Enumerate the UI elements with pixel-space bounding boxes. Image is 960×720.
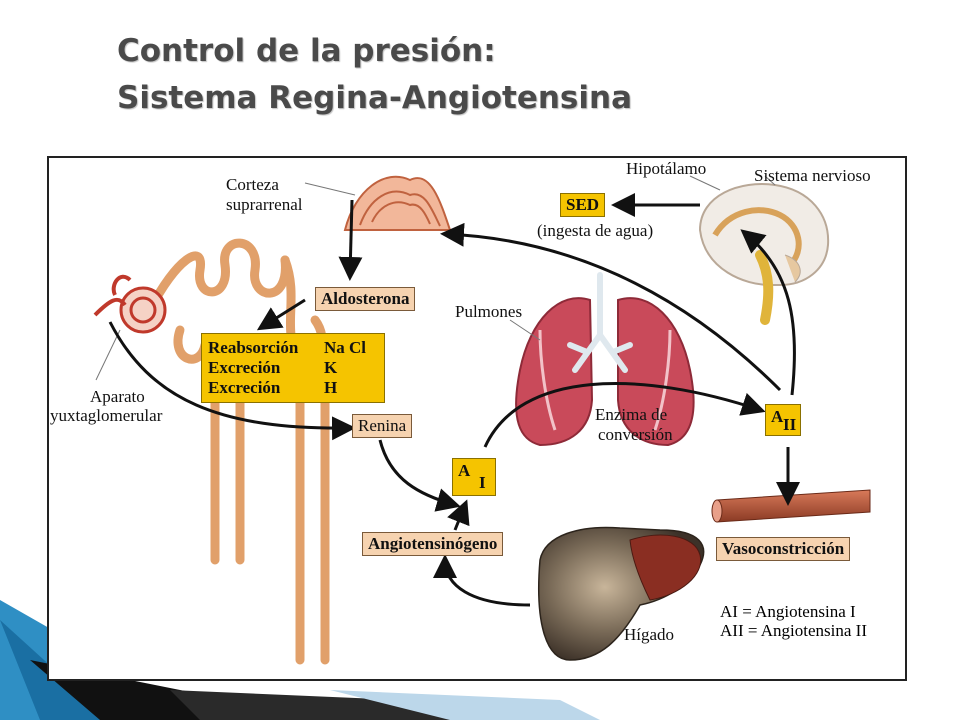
blood-vessel-illustration [711, 489, 871, 523]
glomerulus-illustration [93, 274, 167, 334]
legend-line-aii: AII = Angiotensina II [720, 621, 867, 640]
reabsorcion-row-3-label: Excreción [208, 378, 281, 397]
label-sistema-nervioso: Sistema nervioso [754, 166, 871, 185]
liver-illustration [538, 526, 705, 661]
arrow-aii-to-brain [740, 229, 796, 396]
lungs-illustration [515, 272, 695, 447]
angiotensinogeno-box: Angiotensinógeno [362, 532, 504, 556]
arrow-yuxta-to-renina [108, 321, 356, 441]
slide-title-line1: Control de la presión: [117, 33, 496, 69]
reabsorcion-row-3: Excreción H [208, 378, 378, 398]
adrenal-cortex-illustration [343, 175, 452, 231]
arrow-angiotensinogeno-to-ai [447, 499, 470, 531]
reabsorcion-row-1-label: Reabsorción [208, 338, 299, 357]
ai-box-main: A [458, 461, 471, 480]
label-pulmones: Pulmones [455, 302, 523, 321]
arrow-aldosterona-to-reabsorcion [256, 298, 306, 331]
arrow-ai-to-aii [483, 382, 766, 448]
ai-box: A I [452, 458, 496, 496]
reabsorcion-box: Reabsorción Na Cl Excreción K Excreción … [201, 333, 385, 403]
aii-box-sub: II [783, 415, 797, 434]
arrow-renina-to-ai [378, 439, 461, 512]
label-suprarrenal: suprarrenal [226, 195, 303, 214]
label-higado: Hígado [624, 625, 675, 644]
aii-box: A II [765, 404, 801, 436]
reabsorcion-row-2: Excreción K [208, 358, 378, 378]
label-yuxtaglomerular: yuxtaglomerular [50, 406, 163, 425]
arrow-liver-to-angiotensinogeno [433, 554, 531, 607]
label-corteza: Corteza [226, 175, 279, 194]
label-ingesta: (ingesta de agua) [537, 221, 654, 240]
process-arrows [108, 193, 800, 607]
slide-title: Control de la presión: Sistema Regina-An… [117, 28, 632, 122]
reabsorcion-row-2-ion: K [324, 358, 338, 377]
renina-box: Renina [352, 414, 413, 438]
reabsorcion-row-1-ion: Na Cl [324, 338, 367, 357]
sed-box: SED [560, 193, 606, 217]
label-conversion: conversión [598, 425, 673, 444]
label-hipotalamo: Hipotálamo [626, 159, 707, 178]
leader-lines [95, 175, 776, 381]
label-enzima: Enzima de [595, 405, 668, 424]
legend-line-ai: AI = Angiotensina I [720, 602, 856, 621]
ai-box-sub: I [479, 473, 486, 492]
reabsorcion-row-1: Reabsorción Na Cl [208, 338, 378, 358]
aldosterona-box: Aldosterona [315, 287, 416, 311]
reabsorcion-row-2-label: Excreción [208, 358, 281, 377]
aii-box-main: A [771, 407, 784, 426]
arrow-adrenal-to-aldosterona [338, 199, 363, 281]
vasoconstriccion-box: Vasoconstricción [716, 537, 851, 561]
legend: AI = Angiotensina I AII = Angiotensina I… [720, 602, 867, 640]
reabsorcion-row-3-ion: H [324, 378, 338, 397]
arrow-aii-to-adrenal [440, 222, 782, 392]
slide-title-line2: Sistema Regina-Angiotensina [117, 80, 632, 116]
label-aparato: Aparato [90, 387, 145, 406]
